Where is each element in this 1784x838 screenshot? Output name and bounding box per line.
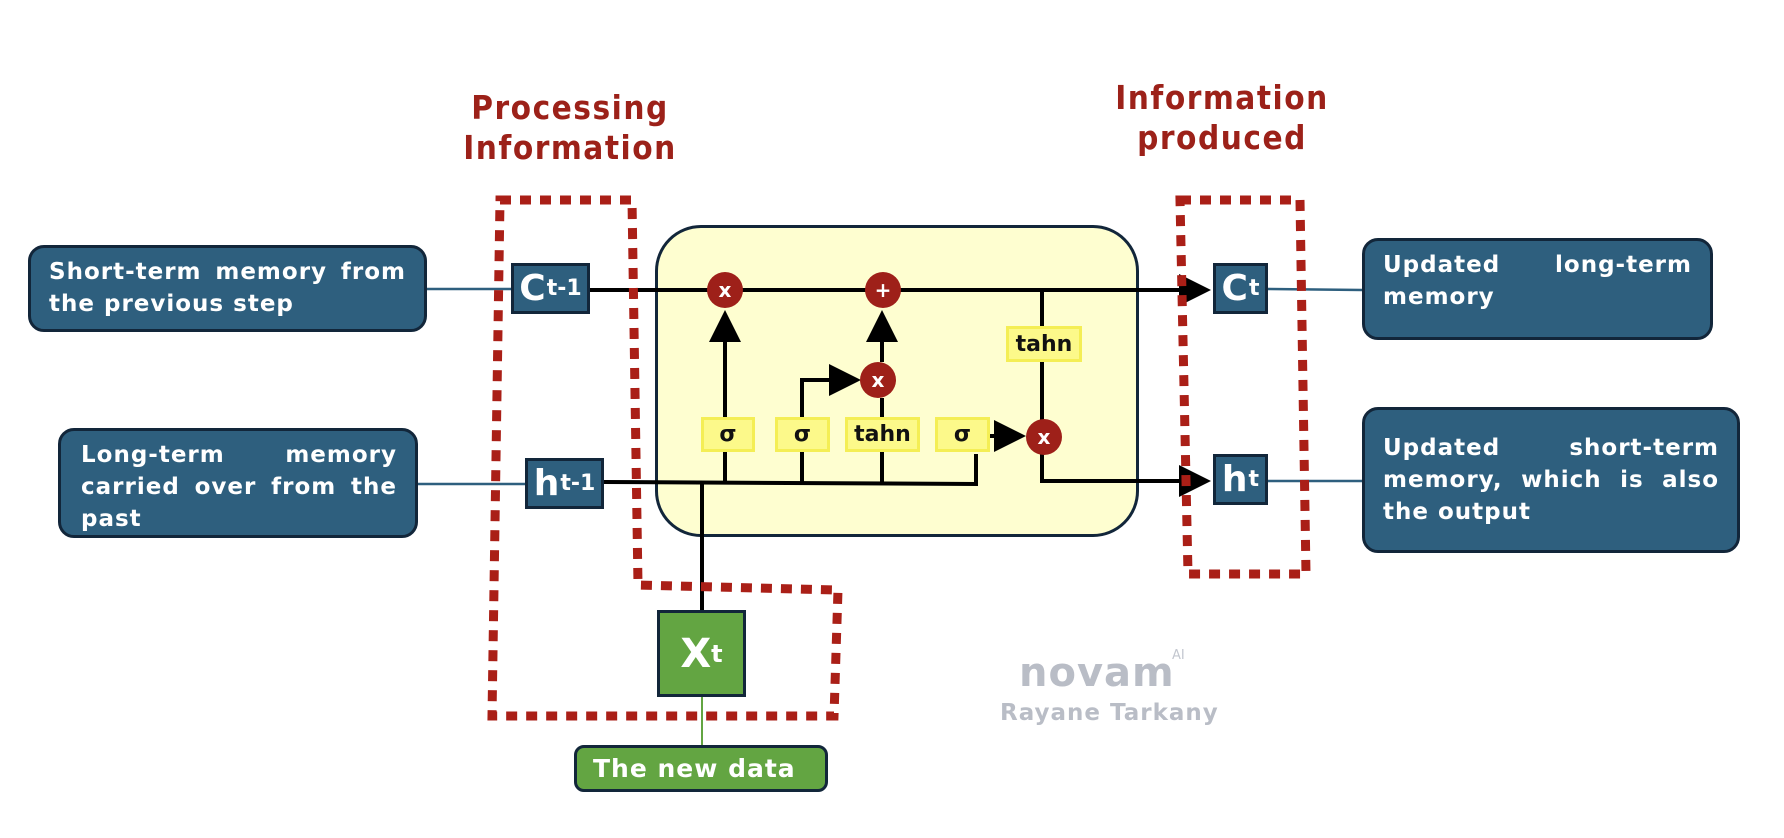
- updated-long-term-note: Updated long-term memory: [1362, 238, 1713, 340]
- updated-short-term-note: Updated short-term memory, which is also…: [1362, 407, 1740, 553]
- watermark-author: Rayane Tarkany: [1000, 700, 1219, 726]
- input-gate-sigmoid: σ: [775, 417, 830, 452]
- short-term-memory-note: Short-term memory from the previous step: [28, 245, 427, 332]
- processing-dotted-outline: [487, 195, 843, 721]
- add-icon: +: [865, 272, 901, 308]
- heading-line: Information: [1115, 78, 1329, 117]
- candidate-tanh: tahn: [845, 417, 920, 452]
- forget-multiply-icon: x: [707, 272, 743, 308]
- heading-line: Information: [463, 128, 677, 167]
- new-data-label: The new data: [593, 754, 796, 783]
- connector-ct: [1267, 287, 1363, 292]
- hidden-output-line: [1040, 454, 1211, 497]
- x-t-label: X: [680, 630, 712, 677]
- output-multiply-icon: x: [1026, 419, 1062, 455]
- watermark-brand: novam: [1019, 650, 1175, 696]
- heading-line: Processing: [471, 88, 669, 127]
- c-t-label: C: [1221, 268, 1248, 309]
- input-multiply-icon: x: [860, 362, 896, 398]
- forget-gate-sigmoid: σ: [701, 417, 755, 452]
- input-gate-arrow: [800, 364, 861, 417]
- x-t-subscript: t: [711, 639, 723, 668]
- heading-line: produced: [1137, 118, 1307, 157]
- h-t-subscript: t: [1248, 467, 1260, 492]
- c-prev-subscript: t-1: [546, 276, 582, 301]
- hidden-input-line: [603, 454, 978, 487]
- produced-dotted-outline: [1175, 195, 1311, 579]
- c-t-subscript: t: [1248, 276, 1260, 301]
- h-prev-subscript: t-1: [560, 471, 596, 496]
- h-prev-label: h: [533, 463, 560, 504]
- new-data-note: The new data: [574, 745, 828, 792]
- long-term-memory-note: Long-term memory carried over from the p…: [58, 428, 418, 538]
- heading-processing-information: Processing Information: [440, 88, 700, 168]
- h-t-label: h: [1221, 459, 1248, 500]
- watermark-brand-sup: AI: [1172, 648, 1185, 663]
- output-gate-sigmoid: σ: [935, 417, 990, 452]
- c-prev-label: C: [519, 268, 546, 309]
- heading-information-produced: Information produced: [1092, 78, 1352, 158]
- cell-output-tanh: tahn: [1006, 326, 1082, 362]
